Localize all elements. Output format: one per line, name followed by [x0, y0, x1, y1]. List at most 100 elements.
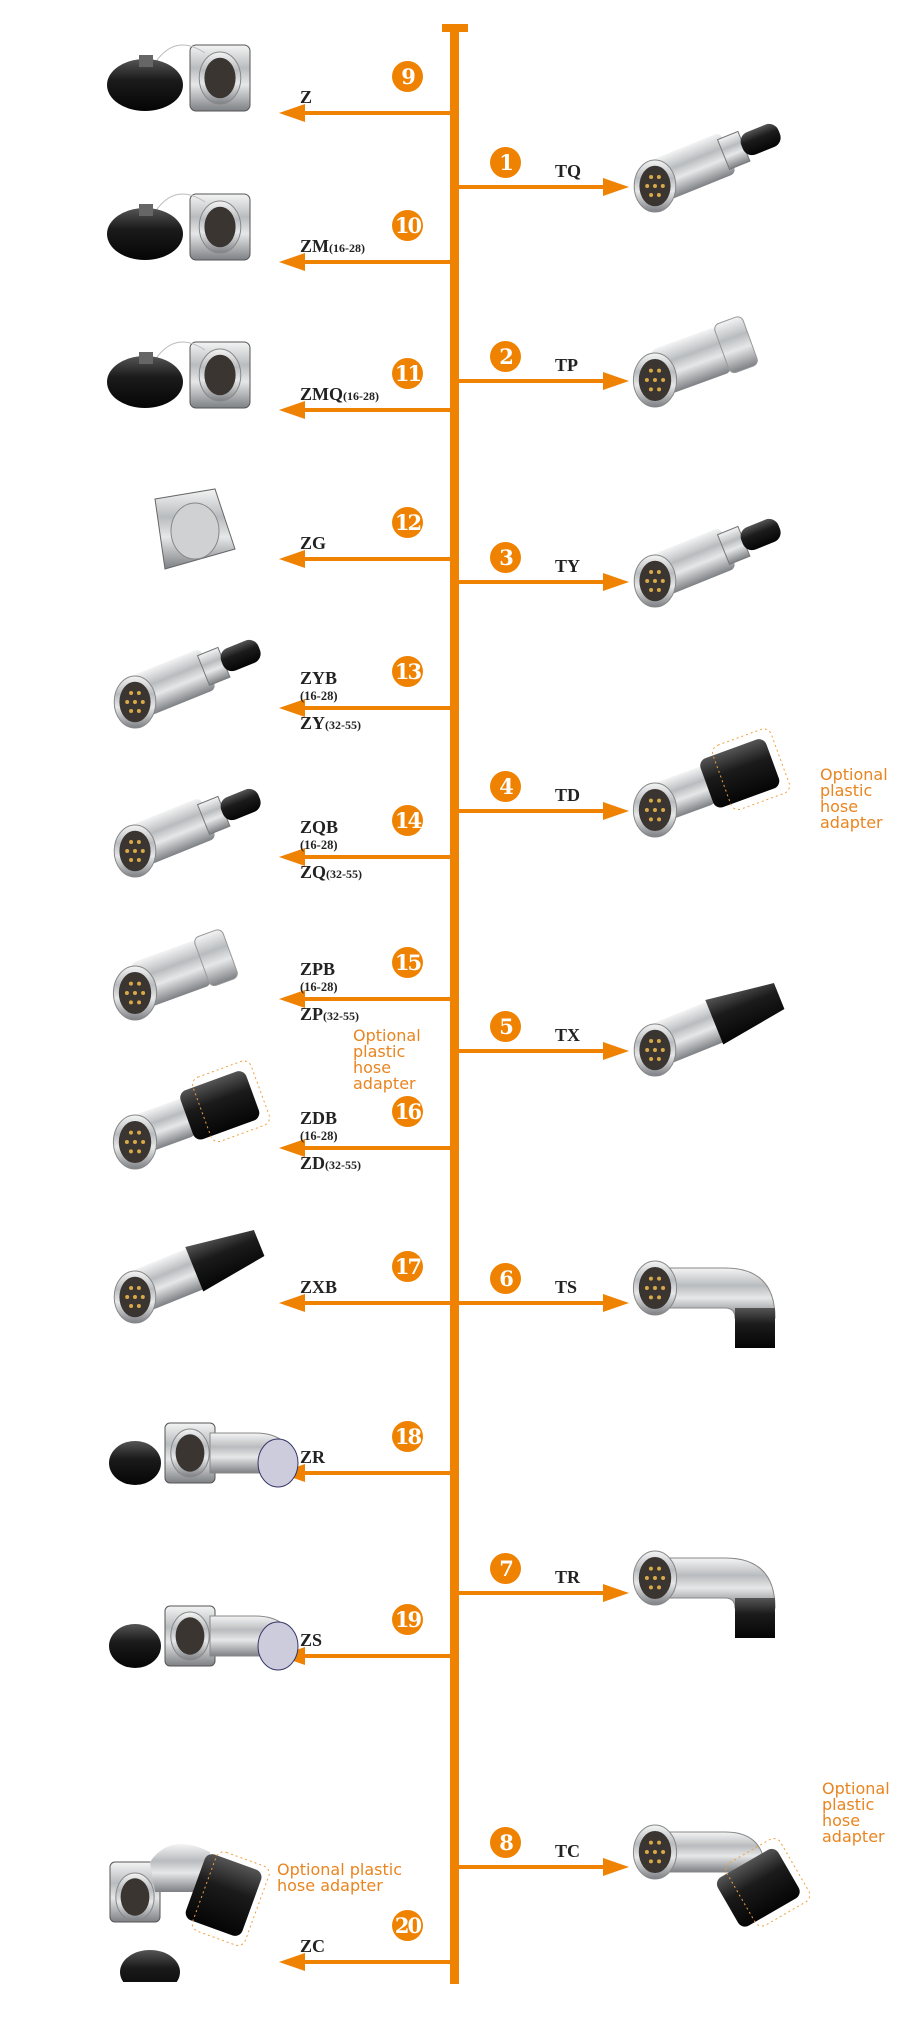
product-code-label: ZPB — [300, 959, 335, 979]
product-image-panel-cap — [95, 23, 305, 187]
product-image-panel-cap — [95, 320, 305, 484]
product-code-label: ZMQ(16-28) — [300, 384, 379, 406]
arrow-line — [300, 111, 454, 115]
product-image-elbow-panel — [95, 1383, 305, 1547]
arrow-head-right — [603, 372, 629, 390]
product-code-label: TY — [555, 556, 581, 576]
product-image-elbow-hose — [615, 1782, 825, 1946]
alt-product-code-label: ZP(32-55) — [300, 1004, 359, 1026]
size-range: (16-28) — [329, 241, 365, 255]
code-text: ZP — [300, 1004, 324, 1024]
alt-product-code-label: ZD(32-55) — [300, 1153, 361, 1175]
product-code-label: ZC — [300, 1936, 325, 1956]
product-code-label: TR — [555, 1567, 581, 1587]
product-code-label: ZQB — [300, 817, 338, 837]
arrow-head-right — [603, 1858, 629, 1876]
product-code-label: ZS — [300, 1630, 322, 1650]
code-text: ZQB — [300, 817, 339, 837]
size-range: (32-55) — [325, 718, 362, 732]
number-badge: 9 — [392, 61, 423, 92]
product-image-plug-tail — [95, 767, 305, 931]
arrow-head-left — [279, 990, 305, 1008]
arrow-head-left — [279, 1953, 305, 1971]
number-badge: 12 — [392, 507, 423, 538]
number-badge: 14 — [392, 805, 423, 836]
product-image-housing — [95, 469, 305, 633]
arrow-line — [300, 1301, 454, 1305]
product-image-plug-tail — [615, 102, 825, 266]
code-text: ZG — [300, 533, 327, 553]
number-badge: 16 — [392, 1096, 423, 1127]
arrow-head-right — [603, 802, 629, 820]
size-range: (32-55) — [325, 1158, 362, 1172]
product-code-label: ZR — [300, 1447, 325, 1467]
arrow-line — [454, 1301, 604, 1305]
note-line: plastic — [822, 1795, 875, 1814]
product-code-label: ZYB — [300, 668, 337, 688]
product-code-label: ZG — [300, 533, 326, 553]
product-image-elbow-panel-hose — [80, 1822, 290, 1994]
product-code-label: ZM(16-28) — [300, 236, 365, 258]
note-line: hose — [353, 1058, 392, 1077]
arrow-line — [300, 1146, 454, 1150]
number-badge: 18 — [392, 1421, 423, 1452]
number-badge: 2 — [490, 341, 521, 372]
code-text: ZD — [300, 1153, 326, 1173]
number-badge: 10 — [392, 210, 423, 241]
code-text: ZY — [300, 713, 326, 733]
code-text: ZMQ — [300, 384, 343, 404]
product-code-label: TC — [555, 1841, 581, 1861]
product-image-plug-hose — [615, 726, 825, 890]
note-line: hose — [820, 797, 859, 816]
product-image-plug-tail — [615, 497, 825, 661]
note-line: Optional plastic — [277, 1860, 402, 1879]
code-text: ZXB — [300, 1277, 338, 1297]
arrow-line — [300, 997, 454, 1001]
arrow-head-right — [603, 1294, 629, 1312]
arrow-line — [300, 1471, 454, 1475]
arrow-line — [300, 855, 454, 859]
code-text: Z — [300, 87, 313, 107]
central-spine — [450, 28, 459, 1984]
arrow-head-right — [603, 573, 629, 591]
arrow-head-left — [279, 848, 305, 866]
number-badge: 17 — [392, 1251, 423, 1282]
product-image-plug-hose — [95, 1058, 305, 1222]
arrow-line — [454, 185, 604, 189]
note-line: Optional — [820, 765, 888, 784]
product-image-elbow — [615, 1218, 825, 1382]
size-range-sub: (16-28) — [300, 980, 338, 994]
arrow-head-left — [279, 104, 305, 122]
note-line: adapter — [822, 1827, 885, 1846]
number-badge: 6 — [490, 1263, 521, 1294]
note-line: Optional — [822, 1779, 890, 1798]
number-badge: 8 — [490, 1827, 521, 1858]
product-image-panel-cap — [95, 172, 305, 336]
arrow-head-right — [603, 1042, 629, 1060]
product-code-label: TS — [555, 1277, 578, 1297]
size-range: (16-28) — [343, 389, 379, 403]
product-code-label: Z — [300, 87, 312, 107]
product-image-plug-boot — [615, 966, 825, 1130]
size-range-sub: (16-28) — [300, 689, 338, 703]
code-text: ZS — [300, 1630, 323, 1650]
note-line: plastic — [820, 781, 873, 800]
number-badge: 5 — [490, 1011, 521, 1042]
arrow-line — [300, 706, 454, 710]
arrow-line — [454, 1865, 604, 1869]
product-code-label: TP — [555, 355, 579, 375]
product-image-plug-tail — [95, 618, 305, 782]
arrow-line — [454, 809, 604, 813]
arrow-line — [454, 379, 604, 383]
code-text: ZM — [300, 236, 329, 256]
note-line: hose adapter — [277, 1876, 383, 1895]
product-code-label: ZXB — [300, 1277, 337, 1297]
product-image-plug — [95, 909, 305, 1073]
number-badge: 4 — [490, 771, 521, 802]
arrow-head-right — [603, 1584, 629, 1602]
code-text: ZDB — [300, 1108, 338, 1128]
product-image-elbow-panel — [95, 1566, 305, 1730]
